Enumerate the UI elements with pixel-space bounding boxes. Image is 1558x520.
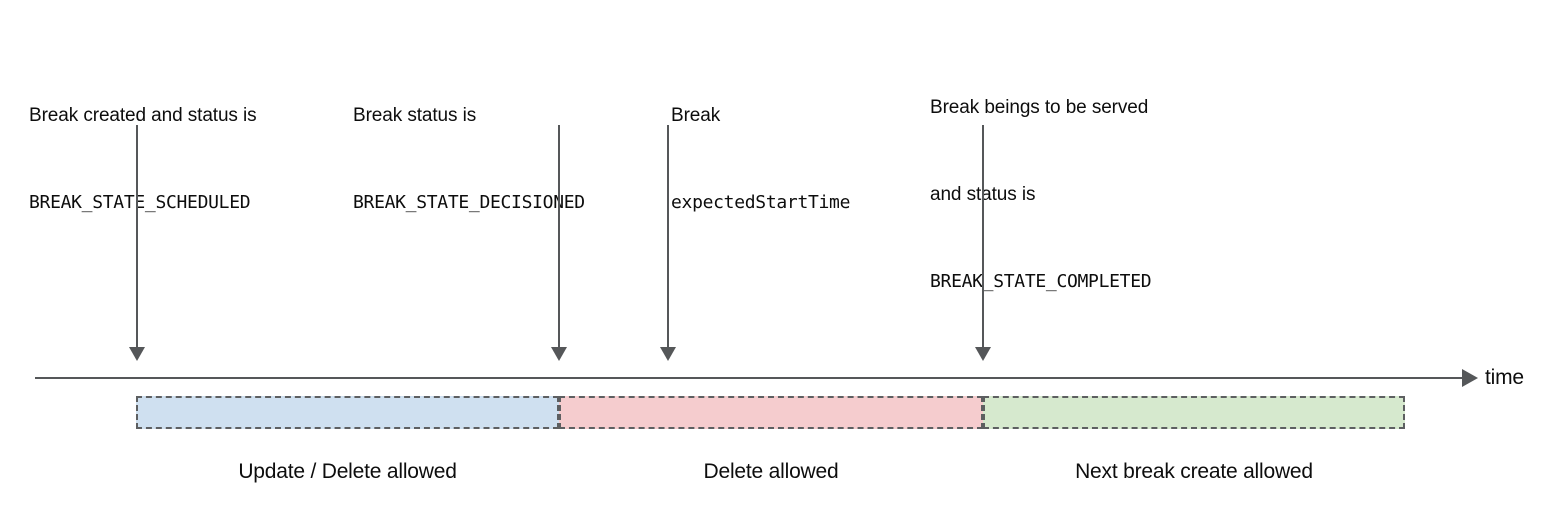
annotation-break-completed: Break beings to be served and status is … [930, 35, 1152, 354]
annotation-line-state: BREAK_STATE_DECISIONED [353, 192, 585, 213]
annotation-arrow-line-3 [667, 125, 669, 349]
annotation-line-field: expectedStartTime [671, 192, 851, 213]
annotation-arrow-head-1-icon [129, 347, 145, 361]
annotation-break-created-scheduled: Break created and status is BREAK_STATE_… [29, 43, 257, 275]
annotation-arrow-head-4-icon [975, 347, 991, 361]
annotation-break-decisioned: Break status is BREAK_STATE_DECISIONED [353, 43, 585, 275]
segment-update-delete-allowed [136, 396, 559, 429]
segment-caption-delete-allowed: Delete allowed [703, 460, 839, 483]
annotation-line: Break created and status is [29, 105, 257, 126]
annotation-line: Break beings to be served [930, 97, 1149, 118]
annotation-line: Break status is [353, 105, 477, 126]
annotation-arrow-line-4 [982, 125, 984, 349]
annotation-line: and status is [930, 184, 1036, 205]
annotation-line-state: BREAK_STATE_COMPLETED [930, 271, 1152, 292]
annotation-break-expected-start-time: Break expectedStartTime [671, 43, 850, 275]
annotation-line-state: BREAK_STATE_SCHEDULED [29, 192, 251, 213]
time-axis-label: time [1485, 366, 1524, 389]
segment-caption-next-break-create-allowed: Next break create allowed [1075, 460, 1313, 483]
annotation-arrow-head-2-icon [551, 347, 567, 361]
time-axis-line [35, 377, 1469, 379]
time-axis-arrow-icon [1462, 369, 1478, 387]
annotation-arrow-head-3-icon [660, 347, 676, 361]
annotation-arrow-line-2 [558, 125, 560, 349]
annotation-arrow-line-1 [136, 125, 138, 349]
segment-caption-update-delete-allowed: Update / Delete allowed [238, 460, 457, 483]
segment-next-break-create-allowed [983, 396, 1405, 429]
segment-delete-allowed [559, 396, 983, 429]
annotation-line: Break [671, 105, 721, 126]
